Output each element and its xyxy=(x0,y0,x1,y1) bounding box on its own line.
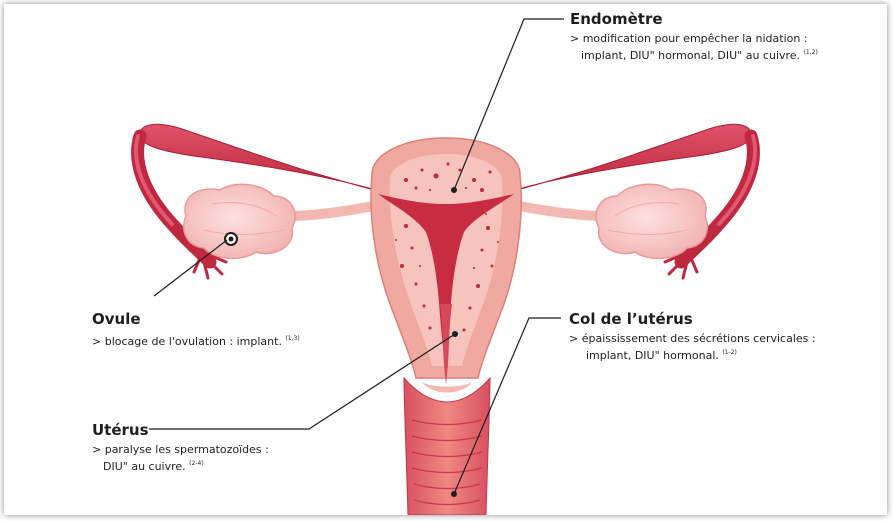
ovule-line1: > blocage de l'ovulation : implant. xyxy=(92,335,282,348)
endometre-point xyxy=(451,187,457,193)
vagina xyxy=(404,378,490,515)
label-col-uterus: Col de l’utérus > épaississement des séc… xyxy=(569,310,887,363)
endometre-title: Endomètre xyxy=(570,10,887,28)
figure-frame: Endomètre > modification pour empêcher l… xyxy=(4,4,887,515)
col-line1: > épaississement des sécrétions cervical… xyxy=(569,332,887,346)
left-fallopian-tube xyxy=(140,124,396,196)
col-line2: implant, DIU" hormonal. xyxy=(586,349,719,362)
uterus-point xyxy=(452,331,458,337)
endometre-line2: implant, DIU" hormonal, DIU" au cuivre. xyxy=(581,49,800,62)
ovule-marker-inner xyxy=(229,237,234,242)
label-ovule: Ovule > blocage de l'ovulation : implant… xyxy=(92,310,392,349)
col-description: > épaississement des sécrétions cervical… xyxy=(569,332,887,363)
label-endometre: Endomètre > modification pour empêcher l… xyxy=(570,10,887,63)
col-point xyxy=(451,491,457,497)
uterus-line2: DIU" au cuivre. xyxy=(103,460,186,473)
col-ref: (1-2) xyxy=(722,349,736,356)
col-title: Col de l’utérus xyxy=(569,310,887,328)
uterus-line1: > paralyse les spermatozoïdes : xyxy=(92,443,352,457)
label-uterus: Utérus > paralyse les spermatozoïdes : D… xyxy=(92,421,352,474)
right-ovarian-ligament xyxy=(509,204,606,216)
right-fallopian-tube xyxy=(495,124,751,196)
left-ovary xyxy=(184,184,295,258)
endometre-description: > modification pour empêcher la nidation… xyxy=(570,32,887,63)
ovule-description: > blocage de l'ovulation : implant. (1,3… xyxy=(92,332,392,349)
left-ovarian-ligament xyxy=(289,204,384,216)
ovule-ref: (1,3) xyxy=(285,335,299,342)
endometre-line1: > modification pour empêcher la nidation… xyxy=(570,32,887,46)
cervix-tip xyxy=(422,382,472,393)
uterus-description: > paralyse les spermatozoïdes : DIU" au … xyxy=(92,443,352,474)
uterus-ref: (2-4) xyxy=(189,460,203,467)
right-ovary xyxy=(596,184,707,258)
endometre-ref: (1,2) xyxy=(804,49,818,56)
ovule-title: Ovule xyxy=(92,310,392,328)
uterus-title: Utérus xyxy=(92,421,352,439)
